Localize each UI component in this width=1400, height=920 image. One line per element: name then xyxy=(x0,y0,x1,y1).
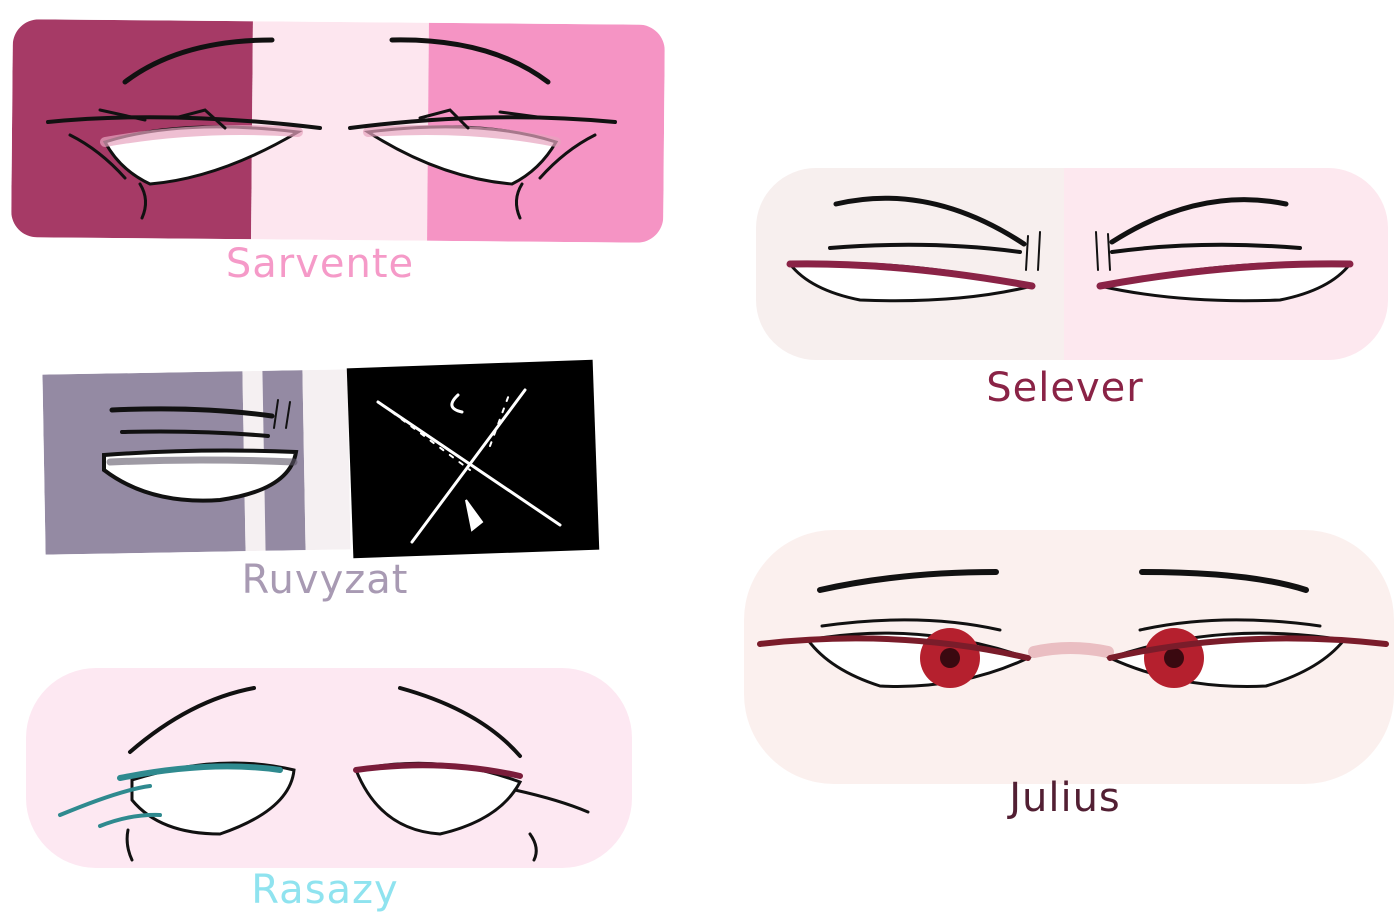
ruvyzat-name-label: Ruvyzat xyxy=(241,557,409,603)
julius-name-label: Julius xyxy=(1009,775,1121,821)
selever-name-label: Selever xyxy=(986,365,1144,411)
sarvente-name-label: Sarvente xyxy=(225,241,415,287)
rasazy-name-label: Rasazy xyxy=(251,867,399,913)
